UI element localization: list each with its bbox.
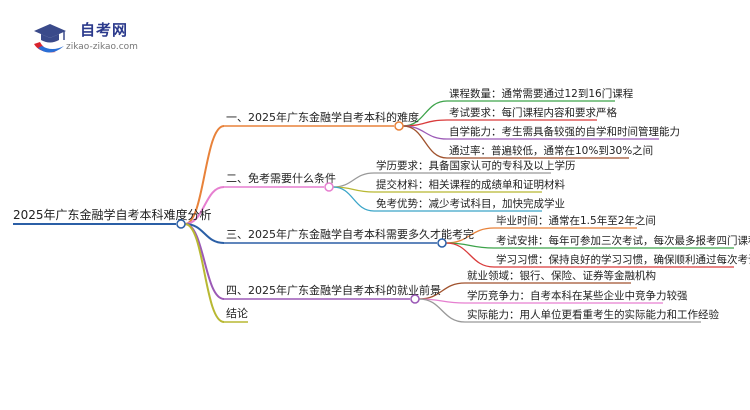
root-node[interactable]: 2025年广东金融学自考本科难度分析 <box>13 207 212 229</box>
mind-map-nodes: 2025年广东金融学自考本科难度分析 一、2025年广东金融学自考本科的难度 课程数… <box>13 87 750 323</box>
branch-toggle[interactable] <box>324 182 334 192</box>
mind-map-connectors <box>184 100 495 323</box>
branch-toggle[interactable] <box>410 294 420 304</box>
leaf-node[interactable]: 实际能力：用人单位更看重考生的实际能力和工作经验 <box>465 308 719 323</box>
leaf-label: 考试安排：每年可参加三次考试，每次最多报考四门课程 <box>496 234 750 247</box>
logo-subtitle: zikao-zikao.com <box>66 42 138 52</box>
leaf-node[interactable]: 考试安排：每年可参加三次考试，每次最多报考四门课程 <box>494 234 750 249</box>
branch-toggle[interactable] <box>437 238 447 248</box>
root-label: 2025年广东金融学自考本科难度分析 <box>13 207 212 222</box>
branch-node[interactable]: 一、2025年广东金融学自考本科的难度 <box>224 110 419 131</box>
branch-label: 四、2025年广东金融学自考本科的就业前景 <box>226 283 441 297</box>
leaf-node[interactable]: 通过率：普遍较低，通常在10%到30%之间 <box>447 144 653 159</box>
branch-node[interactable]: 三、2025年广东金融学自考本科需要多久才能考完 <box>224 227 474 248</box>
leaf-node[interactable]: 就业领域：银行、保险、证券等金融机构 <box>465 269 656 284</box>
leaf-node[interactable]: 课程数量：通常需要通过12到16门课程 <box>447 87 634 102</box>
branch-toggle[interactable] <box>394 121 404 131</box>
leaf-node[interactable]: 毕业时间：通常在1.5年至2年之间 <box>494 214 656 229</box>
branch-label: 二、免考需要什么条件 <box>226 171 336 185</box>
leaf-label: 考试要求：每门课程内容和要求严格 <box>449 106 617 119</box>
leaf-node[interactable]: 自学能力：考生需具备较强的自学和时间管理能力 <box>447 125 680 140</box>
leaf-label: 学习习惯：保持良好的学习习惯，确保顺利通过每次考试 <box>496 253 750 266</box>
branch-node[interactable]: 二、免考需要什么条件 <box>224 171 336 192</box>
branch-label: 三、2025年广东金融学自考本科需要多久才能考完 <box>226 227 474 241</box>
leaf-node[interactable]: 免考优势：减少考试科目，加快完成学业 <box>374 197 565 212</box>
logo-title: 自考网 <box>80 21 129 39</box>
leaf-label: 通过率：普遍较低，通常在10%到30%之间 <box>449 144 653 157</box>
leaf-node[interactable]: 学习习惯：保持良好的学习习惯，确保顺利通过每次考试 <box>494 253 750 268</box>
leaf-node[interactable]: 学历要求：具备国家认可的专科及以上学历 <box>374 159 576 174</box>
root-toggle[interactable] <box>176 219 186 229</box>
leaf-node[interactable]: 提交材料：相关课程的成绩单和证明材料 <box>374 178 565 193</box>
branch-node[interactable]: 结论 <box>224 306 248 323</box>
branch-label: 一、2025年广东金融学自考本科的难度 <box>226 110 419 124</box>
leaf-label: 实际能力：用人单位更看重考生的实际能力和工作经验 <box>467 308 719 321</box>
leaf-label: 学历要求：具备国家认可的专科及以上学历 <box>376 159 576 172</box>
branch-label: 结论 <box>226 306 248 320</box>
leaf-label: 学历竞争力：自考本科在某些企业中竞争力较强 <box>467 289 688 302</box>
branch-node[interactable]: 四、2025年广东金融学自考本科的就业前景 <box>224 283 441 304</box>
site-logo[interactable]: 自考网 zikao-zikao.com <box>30 18 170 58</box>
leaf-label: 就业领域：银行、保险、证券等金融机构 <box>467 269 656 282</box>
leaf-node[interactable]: 学历竞争力：自考本科在某些企业中竞争力较强 <box>465 289 688 304</box>
leaf-label: 提交材料：相关课程的成绩单和证明材料 <box>376 178 565 191</box>
leaf-label: 自学能力：考生需具备较强的自学和时间管理能力 <box>449 125 680 138</box>
leaf-label: 免考优势：减少考试科目，加快完成学业 <box>376 197 565 210</box>
leaf-label: 课程数量：通常需要通过12到16门课程 <box>449 87 634 100</box>
leaf-label: 毕业时间：通常在1.5年至2年之间 <box>496 214 656 227</box>
leaf-node[interactable]: 考试要求：每门课程内容和要求严格 <box>447 106 617 121</box>
graduation-cap-icon <box>34 24 66 53</box>
